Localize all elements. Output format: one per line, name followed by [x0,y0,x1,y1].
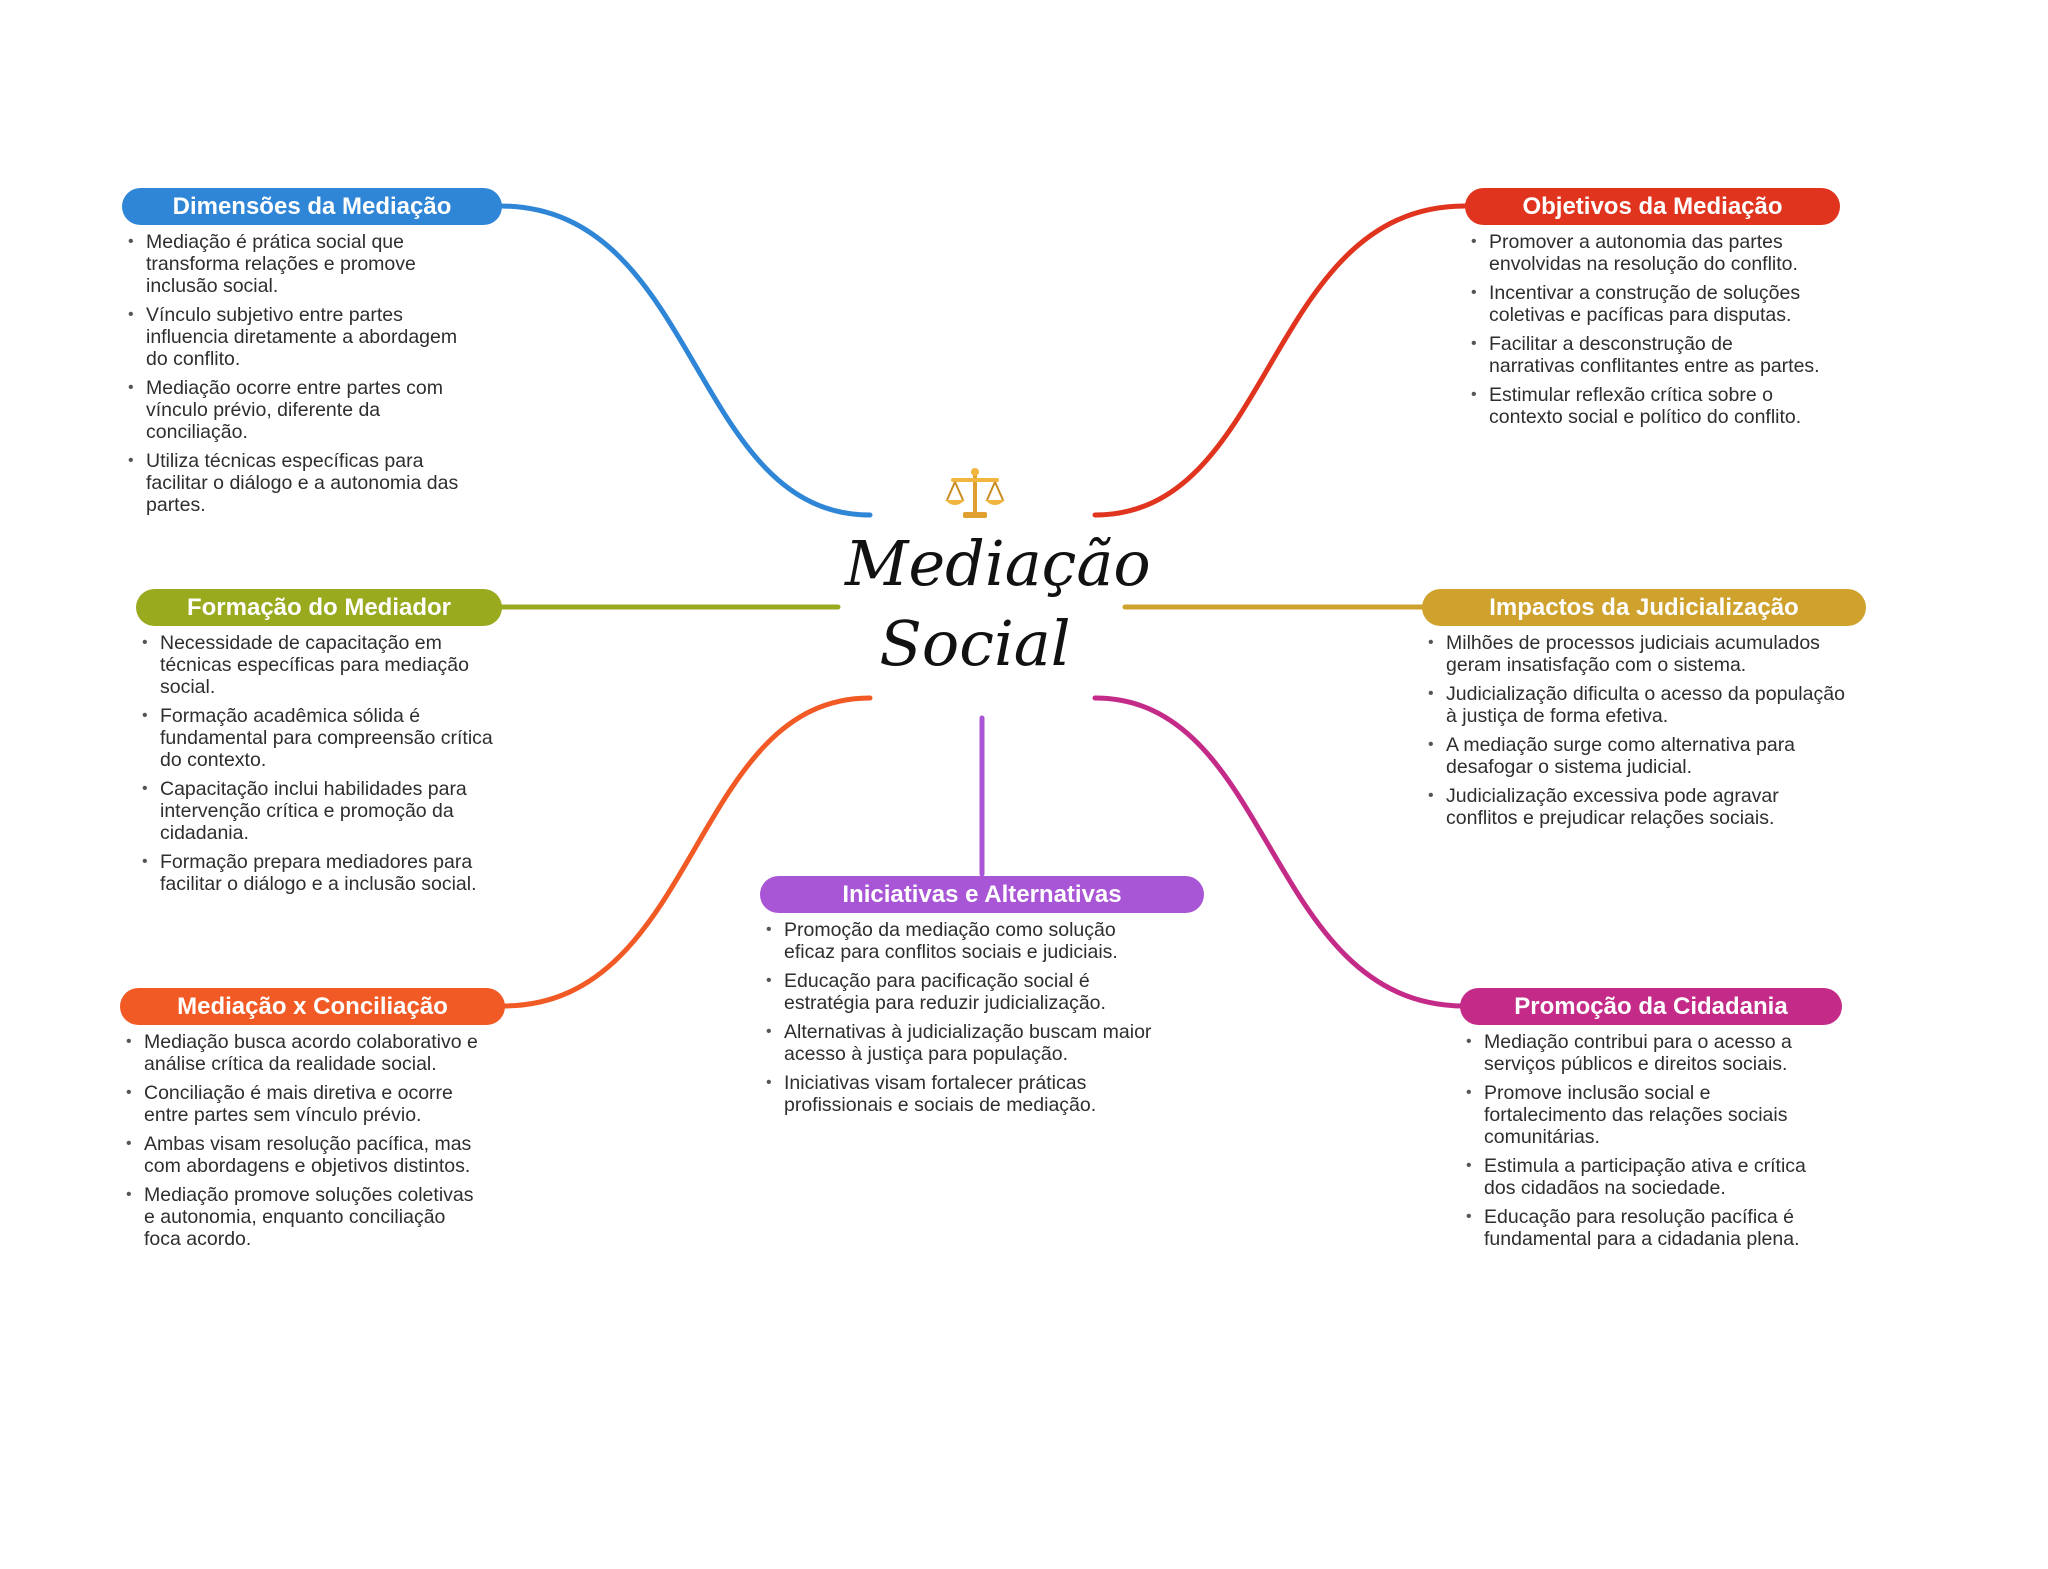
list-item: Mediação busca acordo colaborativo e aná… [120,1031,480,1075]
list-item: A mediação surge como alternativa para d… [1422,734,1852,778]
list-item: Mediação promove soluções coletivas e au… [120,1184,480,1250]
list-item: Mediação contribui para o acesso a servi… [1460,1031,1810,1075]
list-item: Incentivar a construção de soluções cole… [1465,282,1820,326]
list-item: Conciliação é mais diretiva e ocorre ent… [120,1082,480,1126]
list-item: Educação para resolução pacífica é funda… [1460,1206,1810,1250]
topic-list-impactos: Milhões de processos judiciais acumulado… [1422,632,1852,829]
topic-objetivos: Objetivos da Mediação Promover a autonom… [1465,188,1840,435]
list-item: Alternativas à judicialização buscam mai… [760,1021,1170,1065]
list-item: Formação prepara mediadores para facilit… [136,851,496,895]
list-item: Utiliza técnicas específicas para facili… [122,450,462,516]
list-item: Capacitação inclui habilidades para inte… [136,778,496,844]
topic-list-dimensoes: Mediação é prática social que transforma… [122,231,462,516]
topic-label-objetivos[interactable]: Objetivos da Mediação [1465,188,1840,225]
list-item: Facilitar a desconstrução de narrativas … [1465,333,1820,377]
connector-cidadania [1092,695,1468,1009]
topic-conciliacao: Mediação x Conciliação Mediação busca ac… [120,988,505,1257]
topic-label-dimensoes[interactable]: Dimensões da Mediação [122,188,502,225]
list-item: Mediação é prática social que transforma… [122,231,462,297]
list-item: Judicialização dificulta o acesso da pop… [1422,683,1852,727]
list-item: Milhões de processos judiciais acumulado… [1422,632,1852,676]
topic-list-objetivos: Promover a autonomia das partes envolvid… [1465,231,1820,428]
topic-list-cidadania: Mediação contribui para o acesso a servi… [1460,1031,1810,1250]
topic-impactos: Impactos da Judicialização Milhões de pr… [1422,589,1866,836]
central-title: Mediação Social [845,527,1151,680]
scales-of-justice-icon [945,468,1005,518]
topic-iniciativas: Iniciativas e Alternativas Promoção da m… [760,876,1204,1123]
list-item: Educação para pacificação social é estra… [760,970,1170,1014]
connector-conciliacao [500,695,873,1009]
topic-formacao: Formação do Mediador Necessidade de capa… [136,589,502,902]
topic-label-impactos[interactable]: Impactos da Judicialização [1422,589,1866,626]
topic-label-conciliacao[interactable]: Mediação x Conciliação [120,988,505,1025]
list-item: Formação acadêmica sólida é fundamental … [136,705,496,771]
list-item: Mediação ocorre entre partes com vínculo… [122,377,462,443]
topic-list-formacao: Necessidade de capacitação em técnicas e… [136,632,496,895]
connector-objetivos [1092,203,1468,518]
topic-cidadania: Promoção da Cidadania Mediação contribui… [1460,988,1842,1257]
topic-label-iniciativas[interactable]: Iniciativas e Alternativas [760,876,1204,913]
list-item: Judicialização excessiva pode agravar co… [1422,785,1852,829]
topic-dimensoes: Dimensões da Mediação Mediação é prática… [122,188,502,523]
topic-list-conciliacao: Mediação busca acordo colaborativo e aná… [120,1031,480,1250]
topic-list-iniciativas: Promoção da mediação como solução eficaz… [760,919,1170,1116]
list-item: Estimular reflexão crítica sobre o conte… [1465,384,1820,428]
topic-label-formacao[interactable]: Formação do Mediador [136,589,502,626]
list-item: Ambas visam resolução pacífica, mas com … [120,1133,480,1177]
list-item: Vínculo subjetivo entre partes influenci… [122,304,462,370]
connector-dimensoes [497,203,873,518]
list-item: Promoção da mediação como solução eficaz… [760,919,1170,963]
list-item: Promove inclusão social e fortalecimento… [1460,1082,1810,1148]
list-item: Estimula a participação ativa e crítica … [1460,1155,1810,1199]
list-item: Necessidade de capacitação em técnicas e… [136,632,496,698]
topic-label-cidadania[interactable]: Promoção da Cidadania [1460,988,1842,1025]
central-node: Mediação Social [845,462,1151,702]
list-item: Iniciativas visam fortalecer práticas pr… [760,1072,1170,1116]
list-item: Promover a autonomia das partes envolvid… [1465,231,1820,275]
